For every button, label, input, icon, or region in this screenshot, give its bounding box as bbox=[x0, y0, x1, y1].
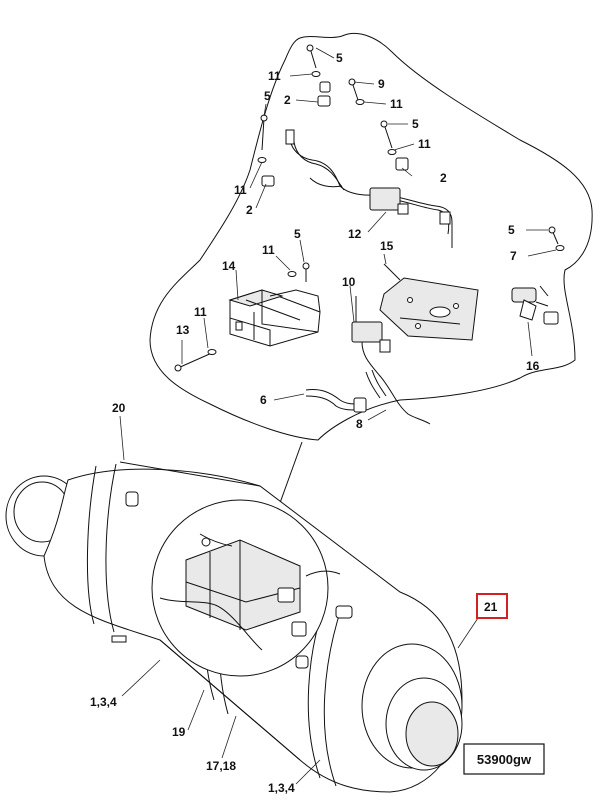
label-12: 12 bbox=[348, 227, 362, 241]
label-7: 7 bbox=[510, 249, 517, 263]
bracket-15 bbox=[379, 263, 479, 341]
tube-6 bbox=[305, 389, 367, 413]
label-6: 6 bbox=[260, 393, 267, 407]
label-13: 13 bbox=[176, 323, 190, 337]
label-15: 15 bbox=[380, 239, 394, 253]
highlight-box bbox=[476, 593, 508, 619]
label-5b: 5 bbox=[412, 117, 419, 131]
detail-callout-outline bbox=[149, 32, 593, 441]
highlight-item-21[interactable]: 21 bbox=[476, 593, 508, 619]
label-16: 16 bbox=[526, 359, 540, 373]
label-19: 19 bbox=[172, 725, 186, 739]
bolt-13 bbox=[174, 351, 215, 372]
label-21: 21 bbox=[484, 600, 498, 614]
bolt-5-top bbox=[306, 44, 317, 69]
clip-2-left bbox=[261, 175, 275, 187]
label-10: 10 bbox=[342, 275, 356, 289]
connector-16 bbox=[511, 285, 559, 325]
label-2c: 2 bbox=[246, 203, 253, 217]
label-2a: 2 bbox=[284, 93, 291, 107]
sensor-10 bbox=[351, 296, 431, 425]
bolt-5-right bbox=[548, 226, 559, 245]
label-11b: 11 bbox=[390, 97, 403, 111]
bolt-5-left bbox=[260, 114, 268, 151]
part-labels: 5 11 2 9 11 5 2 5 11 11 2 11 2 12 15 5 7… bbox=[90, 51, 540, 795]
leader-lines-upper bbox=[181, 47, 557, 421]
label-11a: 11 bbox=[268, 69, 281, 83]
label-20: 20 bbox=[112, 401, 126, 415]
label-17-18: 17,18 bbox=[206, 759, 236, 773]
label-5c: 5 bbox=[264, 89, 271, 103]
reference-code-box: 53900gw bbox=[463, 743, 545, 775]
clip-2-right bbox=[395, 157, 409, 171]
reference-code: 53900gw bbox=[477, 752, 532, 767]
label-11d: 11 bbox=[234, 183, 247, 197]
label-1-3-4-b: 1,3,4 bbox=[268, 781, 295, 795]
label-5d: 5 bbox=[294, 227, 301, 241]
label-11c: 11 bbox=[418, 137, 431, 151]
label-8: 8 bbox=[356, 417, 363, 431]
clip-2-top bbox=[317, 81, 331, 107]
label-14: 14 bbox=[222, 259, 236, 273]
label-5a: 5 bbox=[336, 51, 343, 65]
label-2b: 2 bbox=[440, 171, 447, 185]
bolt-5-center bbox=[302, 262, 310, 282]
label-11f: 11 bbox=[194, 305, 207, 319]
label-1-3-4-a: 1,3,4 bbox=[90, 695, 117, 709]
sensor-harness bbox=[285, 129, 453, 248]
magnified-detail-circle bbox=[151, 499, 341, 677]
bolt-5-mid-right bbox=[380, 120, 393, 149]
module-14 bbox=[228, 289, 321, 347]
label-9: 9 bbox=[378, 77, 385, 91]
leader-lines-lower bbox=[119, 415, 479, 785]
label-11e: 11 bbox=[262, 243, 275, 257]
label-5e: 5 bbox=[508, 223, 515, 237]
tube-8 bbox=[365, 369, 387, 399]
